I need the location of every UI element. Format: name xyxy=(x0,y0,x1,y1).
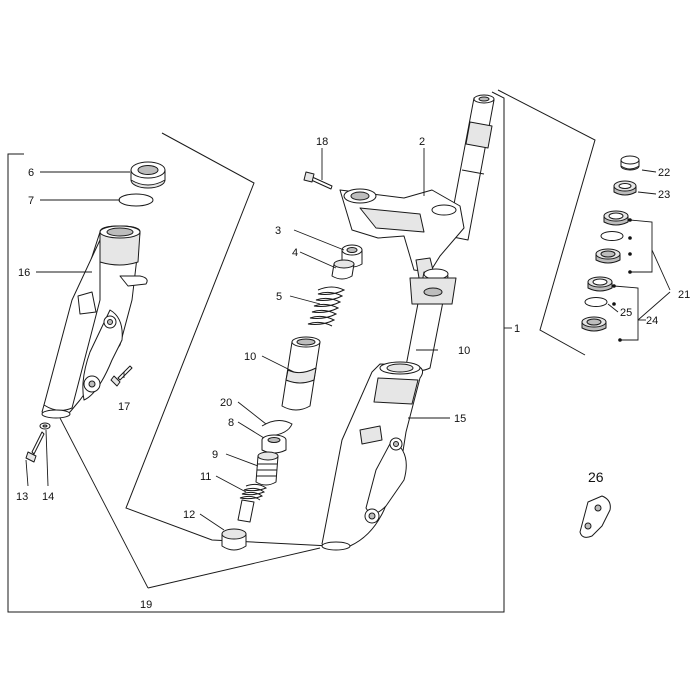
callout-18: 18 xyxy=(316,136,328,148)
callout-25: 25 xyxy=(620,307,632,319)
assembly-1-frame xyxy=(7,91,505,613)
callout-16: 16 xyxy=(18,267,30,279)
rebound-spring xyxy=(237,483,268,523)
bracket-24-to-21-link xyxy=(637,291,671,321)
callout-13: 13 xyxy=(16,491,28,503)
callout-10-left: 10 xyxy=(244,351,256,363)
fork-outer-tube-right xyxy=(405,268,457,372)
callout-24: 24 xyxy=(646,315,658,327)
right-fork-leg xyxy=(321,361,424,551)
callout-12: 12 xyxy=(183,509,195,521)
bracket-24 xyxy=(612,284,646,342)
damper-valve xyxy=(261,434,287,454)
callout-4: 4 xyxy=(292,247,298,259)
assembly-19-frame xyxy=(125,132,331,547)
damper-piston xyxy=(255,451,279,486)
callout-20: 20 xyxy=(220,397,232,409)
upper-bearing-cone xyxy=(603,210,629,226)
callout-5: 5 xyxy=(276,291,282,303)
damper-circlip xyxy=(261,420,293,437)
axle-clamp-screw xyxy=(110,365,133,387)
lower-triple-clamp xyxy=(339,188,465,285)
assembly-19-leader-left xyxy=(59,417,149,589)
assembly-19-leader-right xyxy=(147,547,321,589)
fork-circlip xyxy=(118,193,154,207)
callout-labels: 1 2 3 4 5 6 7 8 9 10 10 11 12 13 14 15 1… xyxy=(16,136,690,611)
callout-9: 9 xyxy=(212,449,218,461)
callout-11: 11 xyxy=(200,471,211,483)
steering-stem xyxy=(447,94,495,241)
callout-22: 22 xyxy=(658,167,670,179)
callout-10-right: 10 xyxy=(458,345,470,357)
callout-26: 26 xyxy=(588,469,604,485)
lower-bearing-cone xyxy=(581,316,607,332)
bearing-nut xyxy=(620,155,640,171)
bracket-21 xyxy=(628,218,671,291)
callout-6: 6 xyxy=(28,167,34,179)
callout-23: 23 xyxy=(658,189,670,201)
leader-lines xyxy=(25,148,657,531)
lower-bearing-cup xyxy=(587,276,613,292)
callout-21: 21 xyxy=(678,289,690,301)
callout-8: 8 xyxy=(228,417,234,429)
callout-2: 2 xyxy=(419,136,425,148)
damper-end-cup xyxy=(221,528,247,551)
callout-15: 15 xyxy=(454,413,466,425)
drain-screw xyxy=(25,431,45,463)
lower-bearing-balls xyxy=(584,297,608,307)
callout-3: 3 xyxy=(275,225,281,237)
fork-spring xyxy=(307,286,346,327)
callout-1: 1 xyxy=(514,323,520,335)
bearing-lock-ring xyxy=(613,180,637,196)
clamp-bolt xyxy=(303,171,333,190)
bearing-set-frame xyxy=(497,89,596,356)
cable-guide-clip xyxy=(579,495,611,538)
callout-7: 7 xyxy=(28,195,34,207)
callout-19: 19 xyxy=(140,599,152,611)
upper-bearing-cup xyxy=(595,248,621,264)
fork-inner-tube-left xyxy=(281,336,321,411)
callout-17: 17 xyxy=(118,401,130,413)
left-fork-leg xyxy=(41,225,148,419)
drain-screw-washer xyxy=(39,422,51,430)
upper-bearing-balls xyxy=(600,231,624,241)
spring-spacer xyxy=(331,259,355,280)
fork-seal-cap xyxy=(130,161,166,189)
callout-14: 14 xyxy=(42,491,54,503)
